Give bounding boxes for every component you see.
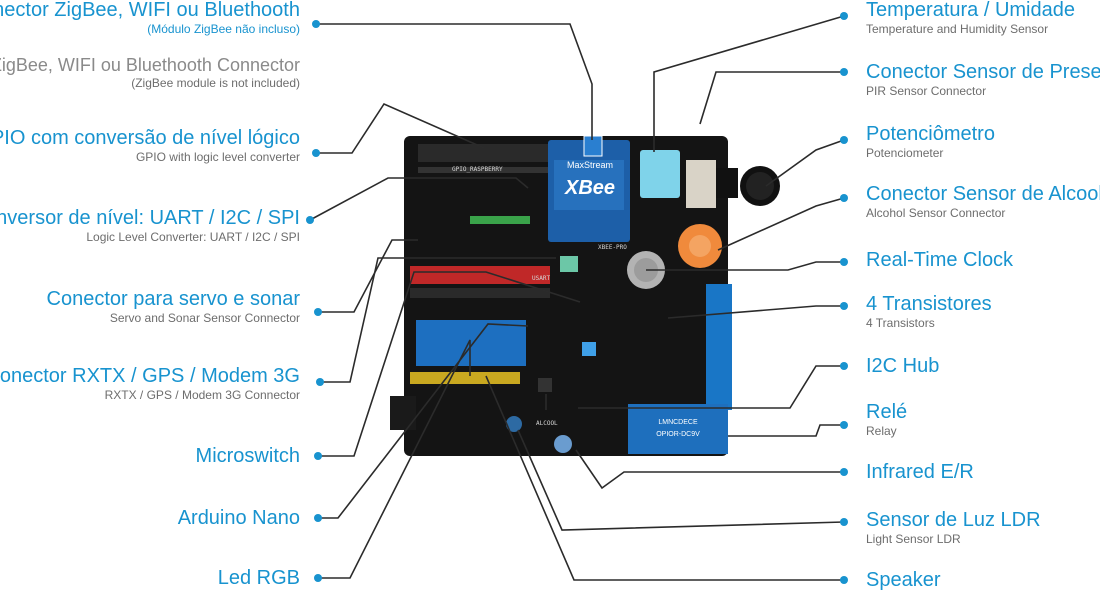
label-temperature: Temperatura / Umidade Temperature and Hu… [866, 0, 1075, 36]
label-title: Real-Time Clock [866, 250, 1013, 271]
label-title: Conector RXTX / GPS / Modem 3G [0, 366, 300, 387]
label-zigbee-pt: Conector ZigBee, WIFI ou Bluethooth (Mód… [0, 0, 300, 36]
label-gpio: GPIO com conversão de nível lógico GPIO … [0, 128, 300, 164]
label-title: Infrared E/R [866, 462, 974, 483]
servo-connector [560, 256, 578, 272]
label-title: Conector para servo e sonar [47, 289, 300, 310]
label-title: GPIO com conversão de nível lógico [0, 128, 300, 149]
label-subtitle: Logic Level Converter: UART / I2C / SPI [0, 231, 300, 244]
terminal-block [706, 284, 732, 410]
label-potentiometer: Potenciômetro Potenciometer [866, 124, 995, 160]
power-jack [390, 396, 416, 430]
label-subtitle: Relay [866, 425, 907, 438]
dht-sensor [640, 150, 680, 198]
arduino-nano-part [416, 320, 526, 366]
ir-part [554, 435, 572, 453]
label-relay: Relé Relay [866, 402, 907, 438]
relay-brand-label: LMNCDECE [658, 419, 698, 426]
label-transistors: 4 Transistores 4 Transistors [866, 294, 992, 330]
label-title: Relé [866, 402, 907, 423]
label-rtc: Real-Time Clock [866, 250, 1013, 271]
label-ldr: Sensor de Luz LDR Light Sensor LDR [866, 510, 1041, 546]
relay-part [628, 404, 728, 454]
label-title: Arduino Nano [178, 508, 300, 529]
xbee-brand-label: XBee [564, 177, 615, 199]
label-zigbee-en: ZigBee, WIFI ou Bluethooth Connector (Zi… [0, 56, 300, 89]
label-title: 4 Transistores [866, 294, 992, 315]
label-servo: Conector para servo e sonar Servo and So… [47, 289, 300, 325]
label-title: Speaker [866, 570, 941, 591]
label-title: Potenciômetro [866, 124, 995, 145]
label-subtitle: Potenciometer [866, 147, 995, 160]
label-infrared: Infrared E/R [866, 462, 974, 483]
label-title: I2C Hub [866, 356, 939, 377]
label-subtitle: (Módulo ZigBee não incluso) [0, 23, 300, 36]
label-title: Temperatura / Umidade [866, 0, 1075, 21]
potentiometer-part [686, 160, 780, 208]
label-title: Led RGB [218, 568, 300, 589]
label-subtitle: (ZigBee module is not included) [0, 77, 300, 90]
label-led-rgb: Led RGB [218, 568, 300, 589]
label-i2c-hub: I2C Hub [866, 356, 939, 377]
pin-row-yellow [410, 372, 520, 384]
label-arduino-nano: Arduino Nano [178, 508, 300, 529]
label-speaker: Speaker [866, 570, 941, 591]
label-subtitle: PIR Sensor Connector [866, 85, 1100, 98]
label-subtitle: Alcohol Sensor Connector [866, 207, 1100, 220]
label-title: Conector Sensor de Alcool [866, 184, 1100, 205]
label-subtitle: Light Sensor LDR [866, 533, 1041, 546]
relay-model-label: OPIOR-DC9V [656, 431, 700, 438]
label-title: Conector ZigBee, WIFI ou Bluethooth [0, 0, 300, 21]
label-subtitle: 4 Transistors [866, 317, 992, 330]
microswitch-part [538, 378, 552, 392]
usart-label: USART [532, 275, 550, 282]
alcool-label: ALCOOL [536, 420, 558, 427]
label-alcohol: Conector Sensor de Alcool Alcohol Sensor… [866, 184, 1100, 220]
rgb-led-part [582, 342, 596, 356]
label-subtitle: RXTX / GPS / Modem 3G Connector [0, 389, 300, 402]
label-title: Sensor de Luz LDR [866, 510, 1041, 531]
label-title: ZigBee, WIFI ou Bluethooth Connector [0, 56, 300, 75]
label-pir: Conector Sensor de Presença PIR Sensor C… [866, 62, 1100, 98]
label-level-converter: Conversor de nível: UART / I2C / SPI Log… [0, 208, 300, 244]
xbee-pro-label: XBEE-PRO [598, 244, 627, 251]
gpio-raspberry-label: GPIO_RASPBERRY [452, 166, 503, 173]
maxstream-label: MaxStream [567, 160, 613, 170]
label-subtitle: Temperature and Humidity Sensor [866, 23, 1075, 36]
pin-row-red [410, 266, 550, 284]
pin-row-green [470, 216, 530, 224]
label-subtitle: GPIO with logic level converter [0, 151, 300, 164]
label-title: Conversor de nível: UART / I2C / SPI [0, 208, 300, 229]
label-title: Conector Sensor de Presença [866, 62, 1100, 83]
label-rxtx: Conector RXTX / GPS / Modem 3G RXTX / GP… [0, 366, 300, 402]
label-microswitch: Microswitch [196, 446, 300, 467]
label-subtitle: Servo and Sonar Sensor Connector [47, 312, 300, 325]
label-title: Microswitch [196, 446, 300, 467]
